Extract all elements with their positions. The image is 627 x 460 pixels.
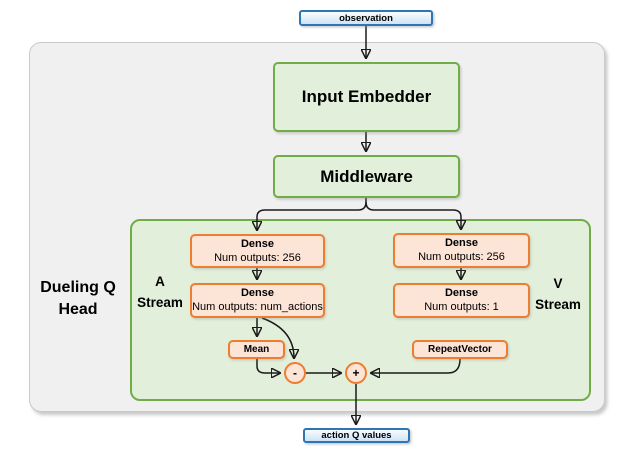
input-embedder-node: Input Embedder (273, 62, 460, 132)
add-operator-node: + (345, 362, 367, 384)
v-stream-dense2-node: Dense Num outputs: 1 (393, 283, 530, 318)
a-stream-label: A Stream (137, 274, 183, 310)
dense-num-outputs: Num outputs: 256 (214, 251, 301, 264)
repeat-vector-node: RepeatVector (412, 340, 508, 359)
v-stream-label: V Stream (535, 276, 581, 312)
dense-num-outputs: Num outputs: 1 (424, 301, 499, 313)
a-stream-dense1-node: Dense Num outputs: 256 (190, 234, 325, 268)
dense-title: Dense (240, 237, 275, 250)
middleware-node: Middleware (273, 155, 460, 198)
action-q-values-node: action Q values (303, 428, 410, 443)
v-stream-dense1-node: Dense Num outputs: 256 (393, 233, 530, 268)
mean-node: Mean (228, 340, 285, 359)
dense-title: Dense (444, 237, 479, 249)
dense-num-outputs: Num outputs: 256 (418, 251, 505, 263)
dense-title: Dense (444, 287, 479, 299)
a-stream-dense2-node: Dense Num outputs: num_actions (190, 283, 325, 318)
dense-title: Dense (240, 287, 275, 299)
dense-num-outputs: Num outputs: num_actions (192, 301, 323, 313)
observation-node: observation (299, 10, 433, 26)
subtract-operator-node: - (284, 362, 306, 384)
dueling-q-head-label: Dueling Q Head (40, 279, 116, 318)
